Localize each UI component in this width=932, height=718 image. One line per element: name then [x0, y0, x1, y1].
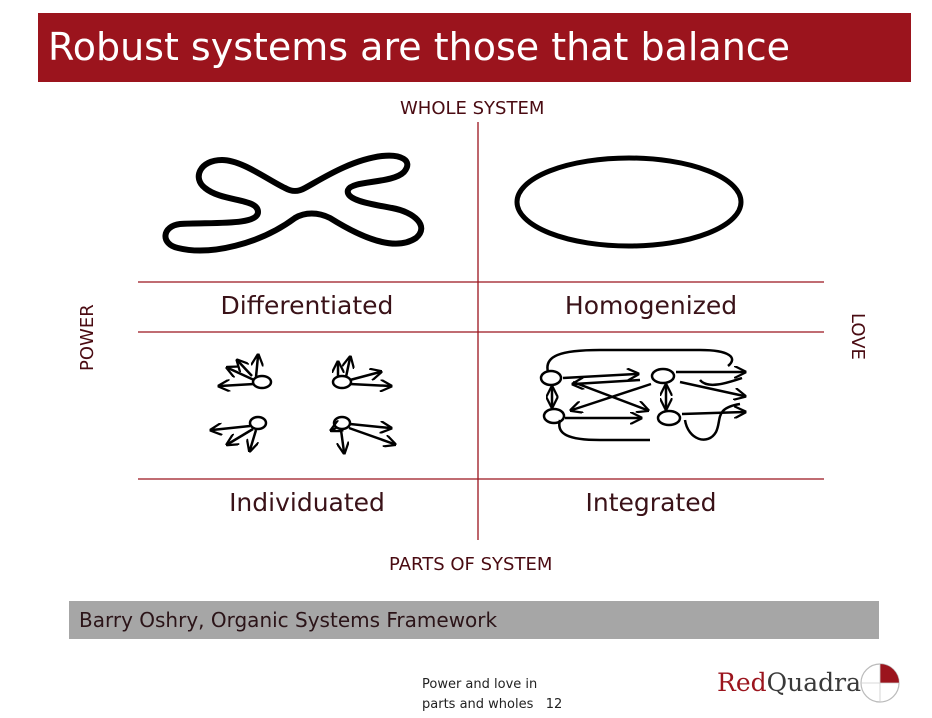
individuated-cluster-1-icon — [220, 356, 273, 388]
quadrant-label-differentiated: Differentiated — [220, 291, 394, 320]
footer-line-2-text: parts and wholes — [422, 697, 534, 712]
individuated-cluster-3-icon — [212, 415, 268, 450]
slide-title: Robust systems are those that balance — [48, 25, 791, 69]
page-number: 12 — [545, 697, 563, 712]
title-bar: Robust systems are those that balance — [38, 13, 911, 82]
quadrant-label-individuated: Individuated — [229, 488, 385, 517]
homogenized-shape-icon — [514, 155, 744, 249]
differentiated-shape-icon — [162, 152, 425, 254]
red-quadrant-logo-icon — [860, 663, 900, 703]
axis-label-bottom: PARTS OF SYSTEM — [389, 554, 553, 575]
brand-red-part: Red — [717, 668, 767, 697]
individuated-cluster-4-icon — [332, 415, 394, 452]
individuated-cluster-2-icon — [331, 358, 390, 388]
quadrant-label-integrated: Integrated — [585, 488, 717, 517]
footer-line-1: Power and love in — [422, 677, 538, 692]
footer-line-2: parts and wholes 12 — [422, 695, 562, 715]
integrated-network-icon — [539, 348, 744, 442]
quadrant-label-homogenized: Homogenized — [564, 291, 738, 320]
source-bar: Barry Oshry, Organic Systems Framework — [69, 601, 879, 639]
footer-caption: Power and love in parts and wholes 12 — [422, 675, 562, 715]
source-citation: Barry Oshry, Organic Systems Framework — [79, 608, 498, 632]
axis-label-top: WHOLE SYSTEM — [400, 98, 545, 119]
